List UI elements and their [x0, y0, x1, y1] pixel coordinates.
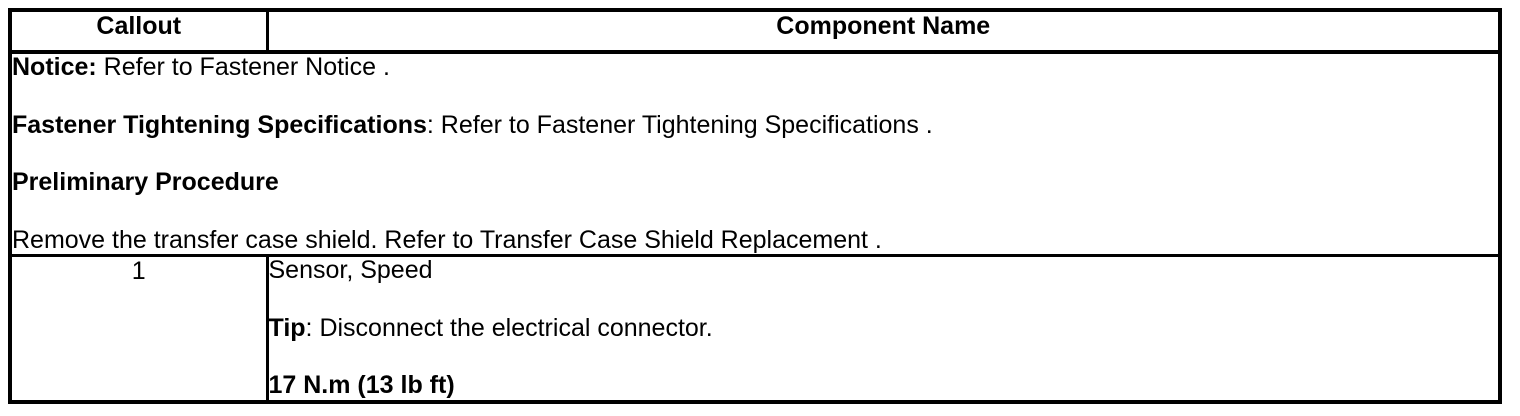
component-spec-table: Callout Component Name Notice: Refer to …: [8, 8, 1502, 404]
fastener-notice-line: Notice: Refer to Fastener Notice .: [12, 53, 1498, 82]
notice-label: Notice:: [12, 53, 97, 81]
component-detail-cell: Sensor, Speed Tip: Disconnect the electr…: [267, 256, 1500, 402]
fastener-spec-text: : Refer to Fastener Tightening Specifica…: [426, 110, 933, 139]
fastener-spec-label: Fastener Tightening Specifications: [12, 110, 427, 139]
fastener-tightening-spec-line: Fastener Tightening Specifications: Refe…: [12, 110, 1498, 140]
tip-text: : Disconnect the electrical connector.: [305, 313, 713, 342]
spec-table-container: Callout Component Name Notice: Refer to …: [8, 8, 1502, 404]
table-header-row: Callout Component Name: [10, 10, 1500, 54]
header-component-name: Component Name: [267, 10, 1500, 54]
callout-number: 1: [10, 255, 269, 402]
preliminary-procedure-heading: Preliminary Procedure: [12, 168, 279, 196]
torque-spec-value: 17 N.m (13 lb ft): [268, 371, 455, 399]
tip-label: Tip: [268, 313, 306, 342]
header-callout: Callout: [10, 10, 269, 54]
table-row: 1 Sensor, Speed Tip: Disconnect the elec…: [10, 255, 1500, 402]
tip-line: Tip: Disconnect the electrical connector…: [268, 313, 1499, 343]
notice-block-row: Notice: Refer to Fastener Notice . Faste…: [10, 52, 1500, 257]
component-name-text: Sensor, Speed: [268, 256, 433, 284]
notice-block-cell: Notice: Refer to Fastener Notice . Faste…: [10, 52, 1500, 257]
notice-text: Refer to Fastener Notice .: [96, 53, 390, 81]
preliminary-procedure-text: Remove the transfer case shield. Refer t…: [12, 225, 882, 254]
